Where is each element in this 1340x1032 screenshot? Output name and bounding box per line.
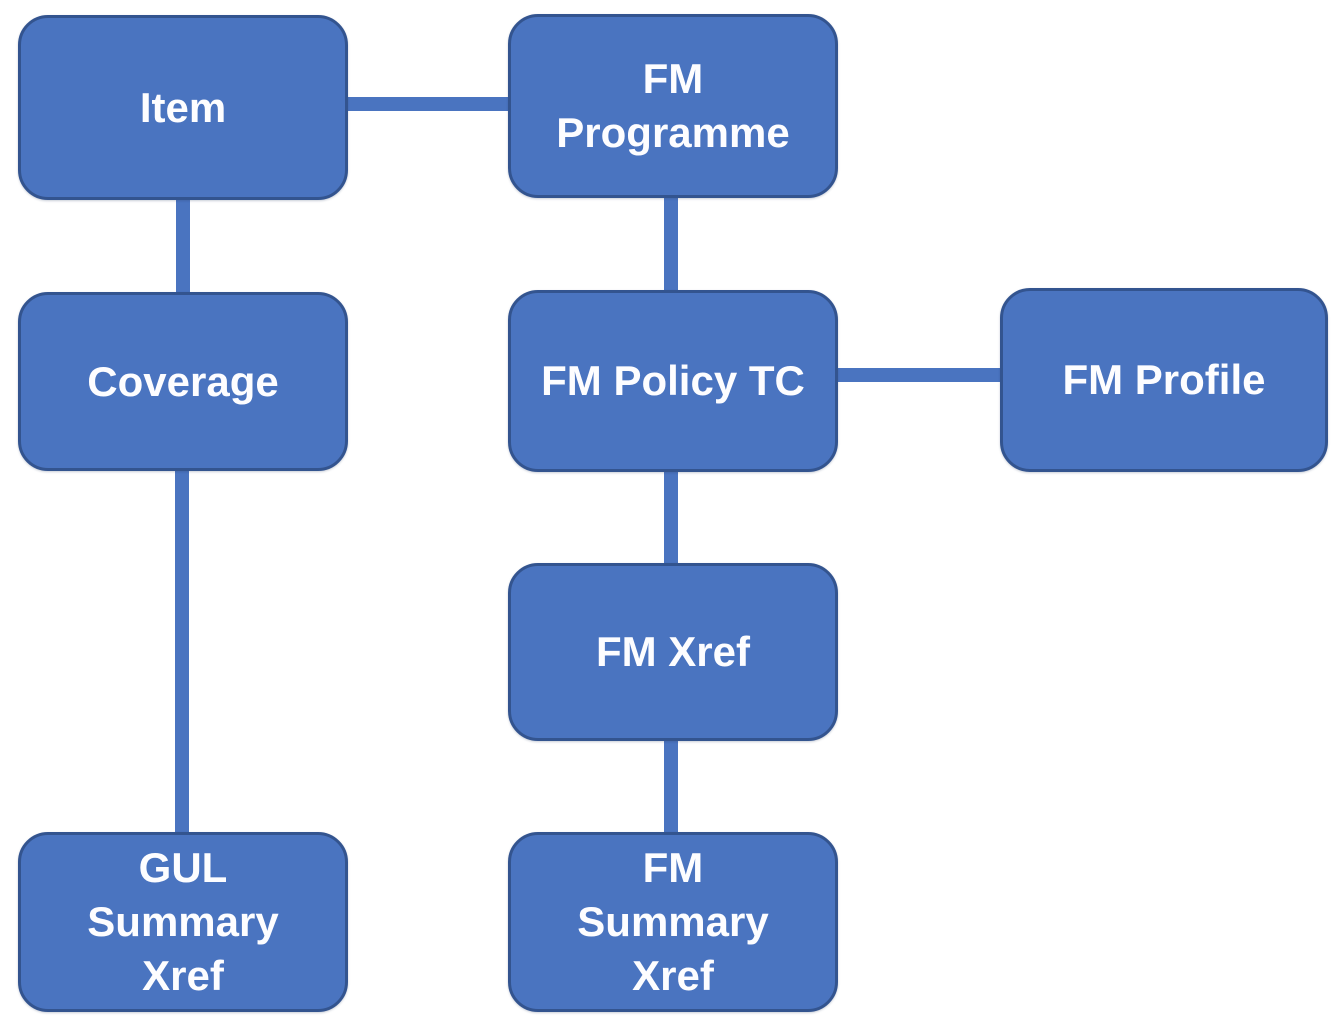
node-fm-profile: FM Profile — [1000, 288, 1328, 472]
node-coverage: Coverage — [18, 292, 348, 471]
connector-coverage-gul-summary-xref — [175, 470, 189, 833]
node-gul-summary-xref: GUL Summary Xref — [18, 832, 348, 1012]
node-fm-programme: FM Programme — [508, 14, 838, 198]
node-item: Item — [18, 15, 348, 200]
connector-item-coverage — [176, 199, 190, 293]
connector-item-fm-programme — [348, 97, 508, 111]
node-fm-policy-tc: FM Policy TC — [508, 290, 838, 472]
node-fm-summary-xref: FM Summary Xref — [508, 832, 838, 1012]
connector-fm-policy-tc-fm-xref — [664, 471, 678, 564]
node-fm-xref: FM Xref — [508, 563, 838, 741]
connector-fm-policy-tc-fm-profile — [837, 368, 1001, 382]
connector-fm-xref-fm-summary-xref — [664, 740, 678, 833]
connector-fm-programme-fm-policy-tc — [664, 197, 678, 291]
